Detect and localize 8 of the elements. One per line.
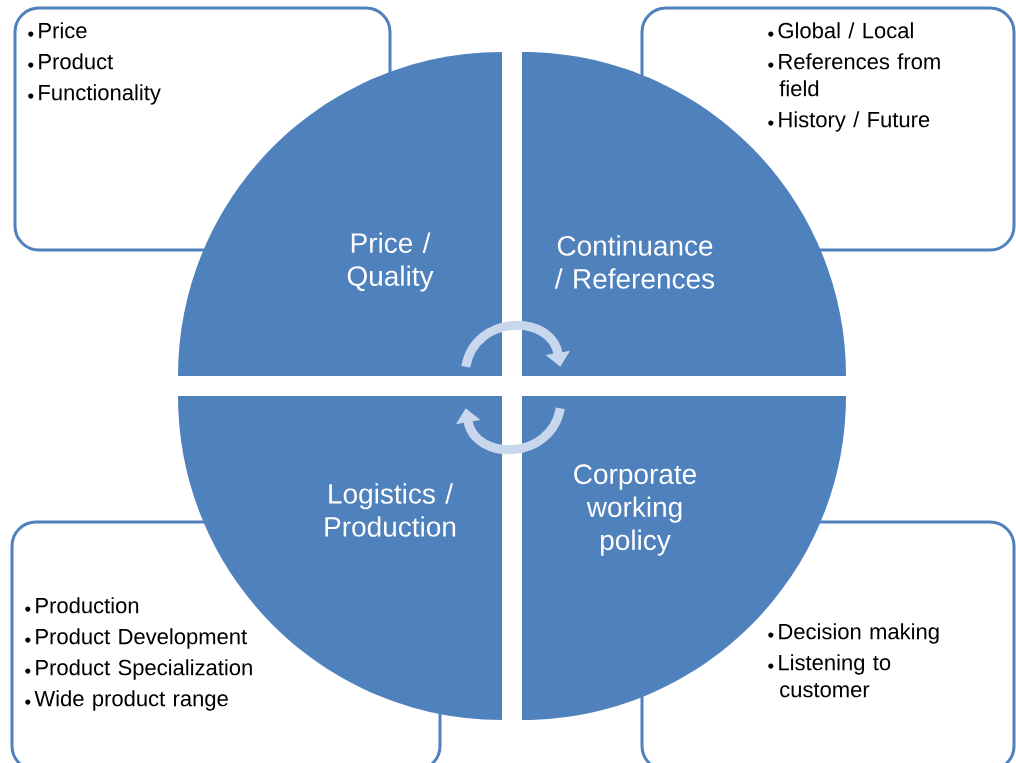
bullet-item: Production xyxy=(25,597,139,614)
quadrant-segment: Price / Quality xyxy=(178,52,502,376)
bullet-item: Global / Local xyxy=(768,22,913,39)
curved-arrow xyxy=(461,320,571,368)
bullet-item: Product xyxy=(28,53,114,70)
bullet-item: Price xyxy=(28,22,87,39)
curved-arrow xyxy=(455,407,565,455)
bullet-item: Functionality xyxy=(28,84,161,105)
